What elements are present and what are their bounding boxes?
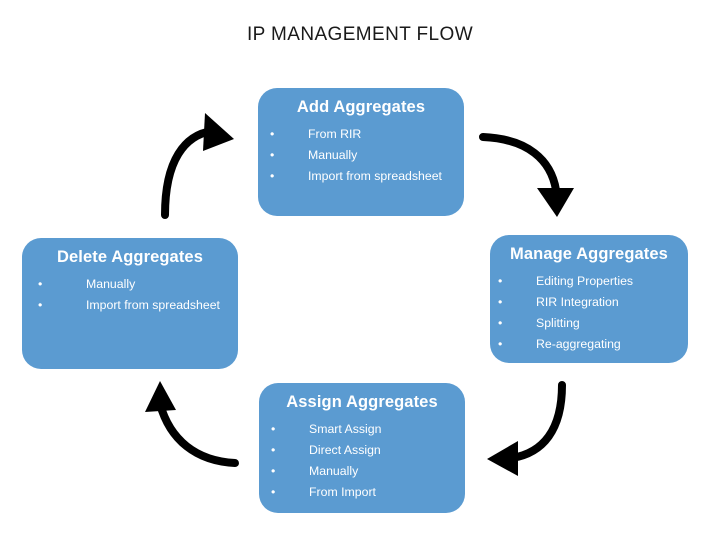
node-manage-aggregates-title: Manage Aggregates: [510, 245, 668, 263]
list-item: •Smart Assign: [271, 419, 465, 440]
list-item: •Manually: [271, 461, 465, 482]
node-manage-aggregates[interactable]: Manage Aggregates •Editing Properties •R…: [490, 235, 688, 363]
node-add-aggregates-title: Add Aggregates: [296, 98, 426, 116]
bullet-icon: •: [270, 127, 275, 141]
list-item: •Manually: [270, 145, 464, 166]
arrow-add-to-manage-icon: [479, 133, 574, 217]
list-item: •Direct Assign: [271, 440, 465, 461]
bullet-icon: •: [498, 274, 503, 288]
list-item: •Manually: [38, 274, 238, 295]
arrow-assign-to-delete-icon: [145, 381, 239, 467]
node-manage-aggregates-list: •Editing Properties •RIR Integration •Sp…: [490, 271, 688, 355]
list-item: •Import from spreadsheet: [38, 295, 238, 316]
list-item: •Re-aggregating: [498, 334, 688, 355]
bullet-icon: •: [271, 422, 276, 436]
bullet-icon: •: [271, 485, 276, 499]
node-delete-aggregates-list: •Manually •Import from spreadsheet: [22, 274, 238, 316]
node-assign-aggregates-list: •Smart Assign •Direct Assign •Manually •…: [259, 419, 465, 503]
bullet-icon: •: [38, 277, 43, 291]
list-item: •From RIR: [270, 124, 464, 145]
node-delete-aggregates[interactable]: Delete Aggregates •Manually •Import from…: [22, 238, 238, 369]
arrow-manage-to-assign-icon: [487, 381, 566, 476]
bullet-icon: •: [270, 169, 275, 183]
arrow-delete-to-add-icon: [161, 113, 234, 219]
list-item: •Import from spreadsheet: [270, 166, 464, 187]
list-item: •Editing Properties: [498, 271, 688, 292]
list-item: •RIR Integration: [498, 292, 688, 313]
node-delete-aggregates-title: Delete Aggregates: [57, 248, 203, 266]
bullet-icon: •: [271, 464, 276, 478]
bullet-icon: •: [498, 295, 503, 309]
list-item: •Splitting: [498, 313, 688, 334]
bullet-icon: •: [498, 337, 503, 351]
list-item: •From Import: [271, 482, 465, 503]
node-assign-aggregates-title: Assign Aggregates: [286, 393, 438, 411]
bullet-icon: •: [270, 148, 275, 162]
page-title: IP MANAGEMENT FLOW: [246, 24, 474, 45]
bullet-icon: •: [271, 443, 276, 457]
node-add-aggregates-list: •From RIR •Manually •Import from spreads…: [258, 124, 464, 187]
node-add-aggregates[interactable]: Add Aggregates •From RIR •Manually •Impo…: [258, 88, 464, 216]
bullet-icon: •: [498, 316, 503, 330]
bullet-icon: •: [38, 298, 43, 312]
node-assign-aggregates[interactable]: Assign Aggregates •Smart Assign •Direct …: [259, 383, 465, 513]
